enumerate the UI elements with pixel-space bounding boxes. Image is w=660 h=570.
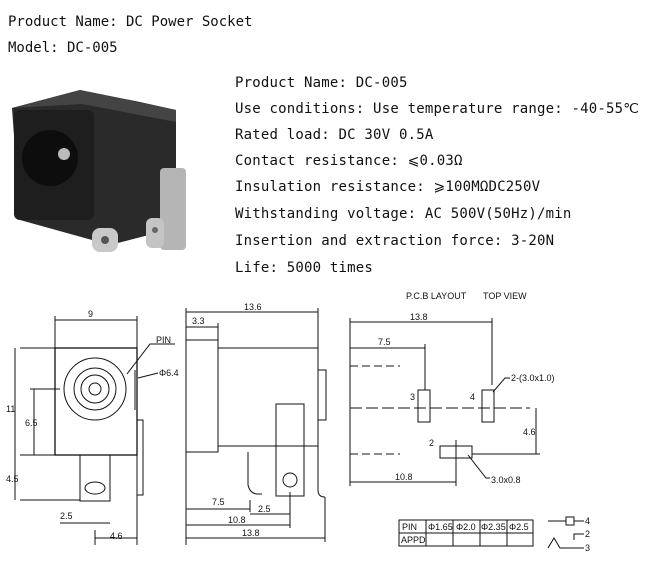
- spec-rated-load: Rated load: DC 30V 0.5A: [235, 127, 434, 143]
- pin-label: PIN: [156, 335, 171, 345]
- pcb-view-label: TOP VIEW: [483, 291, 527, 301]
- pcb-d1-dim: 7.5: [378, 337, 391, 347]
- spec-insulation-resistance: Insulation resistance: ⩾100MΩDC250V: [235, 179, 541, 195]
- table-header-d1: Φ1.65: [428, 522, 453, 532]
- pcb-slot-note: 2-(3.0x1.0): [511, 373, 555, 383]
- spec-life: Life: 5000 times: [235, 260, 374, 276]
- spec-contact-resistance: Contact resistance: ⩽0.03Ω: [235, 153, 463, 169]
- spec-use-conditions: Use conditions: Use temperature range: -…: [235, 101, 640, 117]
- schematic-pin3: 3: [585, 543, 590, 553]
- side-d2-dim: 2.5: [258, 504, 271, 514]
- side-d3-dim: 10.8: [228, 515, 246, 525]
- pcb-d2-dim: 10.8: [395, 472, 413, 482]
- pin-width-dim: 4.6: [110, 531, 123, 541]
- side-length-dim: 13.6: [244, 302, 262, 312]
- side-d1-dim: 7.5: [212, 497, 225, 507]
- front-lower-dim: 4.5: [6, 474, 19, 484]
- pin-table: [398, 519, 534, 547]
- pcb-title: P.C.B LAYOUT: [406, 291, 467, 301]
- front-mid-dim: 6.5: [25, 418, 38, 428]
- table-header-d2: Φ2.0: [456, 522, 476, 532]
- diameter-label: Φ6.4: [159, 368, 179, 378]
- spec-insertion-force: Insertion and extraction force: 3-20N: [235, 233, 555, 249]
- spec-withstanding-voltage: Withstanding voltage: AC 500V(50Hz)/min: [235, 206, 572, 222]
- schematic-pin2: 2: [585, 529, 590, 539]
- side-d4-dim: 13.8: [242, 528, 260, 538]
- pin-offset-dim: 2.5: [60, 511, 73, 521]
- pcb-pin3-label: 3: [410, 392, 415, 402]
- product-name-header: Product Name: DC Power Socket: [8, 14, 253, 30]
- pcb-total-dim: 13.8: [410, 312, 428, 322]
- model-header: Model: DC-005: [8, 40, 118, 56]
- table-header-d3: Φ2.35: [481, 522, 506, 532]
- pcb-layout: [349, 318, 540, 486]
- spec-product-name: Product Name: DC-005: [235, 75, 408, 91]
- product-photo: [12, 90, 186, 252]
- side-view: [185, 308, 327, 545]
- side-flange-dim: 3.3: [192, 316, 205, 326]
- socket-photo-illustration: [12, 90, 186, 252]
- pcb-pin2-label: 2: [429, 438, 434, 448]
- pcb-pin4-label: 4: [470, 392, 475, 402]
- front-view: [14, 316, 175, 545]
- table-row-appd: APPD: [401, 535, 426, 545]
- schematic-pin4: 4: [585, 516, 590, 526]
- table-header-pin: PIN: [402, 522, 417, 532]
- front-width-dim: 9: [88, 309, 93, 319]
- table-header-d4: Φ2.5: [509, 522, 529, 532]
- pcb-slot2-note: 3.0x0.8: [491, 475, 521, 485]
- pcb-d3-dim: 4.6: [523, 427, 536, 437]
- schematic-symbol: [547, 516, 584, 549]
- front-height-dim: 11: [6, 404, 15, 414]
